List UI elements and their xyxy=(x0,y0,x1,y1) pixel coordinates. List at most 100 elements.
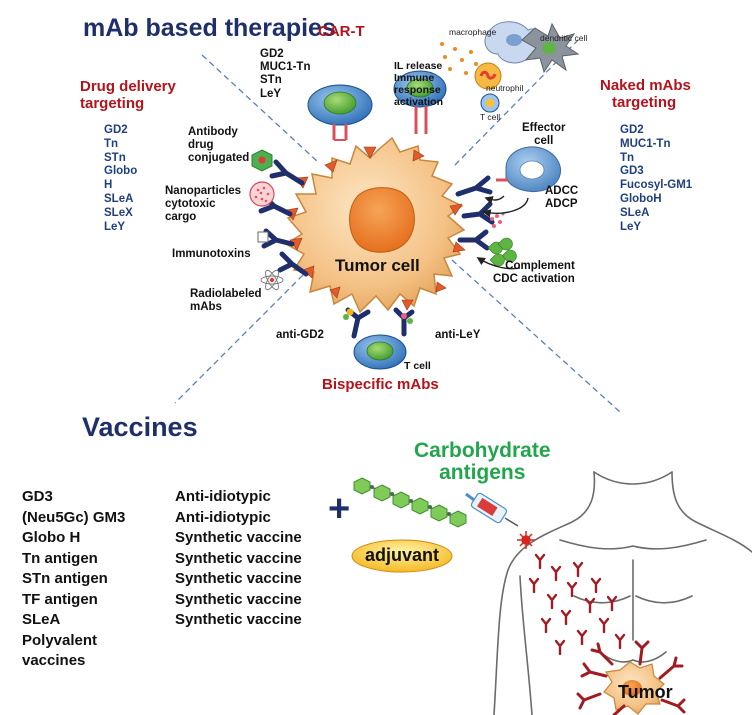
naked-antibody-1 xyxy=(455,175,493,197)
car-t-target: MUC1-Tn xyxy=(260,61,311,74)
syringe-icon xyxy=(465,492,519,527)
atom-icon xyxy=(260,269,284,291)
naked-target: SLeA xyxy=(620,206,650,219)
toxin-square-icon xyxy=(257,231,269,243)
neutrophil-nucleus xyxy=(479,70,497,80)
mechanism-arrows xyxy=(476,195,529,270)
small-t-cell-nucleus xyxy=(485,98,495,108)
car-t-target: GD2 xyxy=(260,48,284,60)
nanoparticles-label: Nanoparticles cytotoxic cargo xyxy=(165,185,242,224)
vaccine-antigen: SLeA xyxy=(22,611,61,629)
adjuvant-pill xyxy=(351,539,453,573)
antibody-spread xyxy=(528,553,626,656)
tumor-nucleus xyxy=(349,187,415,253)
immunotoxins-label: Immunotoxins xyxy=(172,248,251,260)
vaccine-type: Synthetic vaccine xyxy=(175,611,302,629)
naked-mabs-title: Naked mAbs targeting xyxy=(600,77,691,112)
vaccine-antigen: (Neu5Gc) GM3 xyxy=(22,508,126,526)
car-t-title: CAR-T xyxy=(318,23,365,40)
naked-antibody-2 xyxy=(461,201,495,225)
drug-delivery-target: Tn xyxy=(104,137,119,150)
vaccine-type: Synthetic vaccine xyxy=(175,590,302,608)
linker-dots xyxy=(370,485,451,516)
drug-delivery-target: LeY xyxy=(104,220,126,233)
vaccine-type: Anti-idiotypic xyxy=(175,508,271,526)
naked-target: GD2 xyxy=(620,124,644,136)
drug-delivery-target-list: GD2 Tn STn Globo H SLeA SLeX LeY xyxy=(104,124,137,234)
anti-ley-label: anti-LeY xyxy=(435,329,481,341)
naked-target: GloboH xyxy=(620,192,662,205)
nanoparticle-icon xyxy=(249,181,275,207)
vaccine-antigen: STn antigen xyxy=(22,570,108,588)
carbohydrate-antigens-title: Carbohydrate antigens xyxy=(414,439,551,485)
naked-target: Tn xyxy=(620,151,635,164)
injection-burst-icon xyxy=(517,531,535,549)
drug-delivery-target: Globo xyxy=(104,165,138,178)
adc-antibody xyxy=(269,159,305,186)
cytokine-dots xyxy=(440,42,478,75)
vaccine-antigen-list: GD3 (Neu5Gc) GM3 Globo H Tn antigen STn … xyxy=(22,487,125,672)
naked-target: LeY xyxy=(620,220,642,233)
vaccine-antigen: vaccines xyxy=(22,652,86,670)
radiolabeled-antibody xyxy=(277,251,309,277)
complement-label: Complement CDC activation xyxy=(493,260,575,286)
vaccine-antigen: GD3 xyxy=(22,488,53,505)
drug-delivery-target: GD2 xyxy=(104,124,128,136)
adc-label: Antibody drug conjugated xyxy=(188,126,250,165)
carbohydrate-hexagons xyxy=(353,477,467,528)
mab-section-title: mAb based therapies xyxy=(83,14,336,42)
drug-delivery-target: H xyxy=(104,179,113,192)
macrophage-nucleus xyxy=(506,34,522,46)
tumor-antibodies xyxy=(576,640,686,715)
drug-delivery-title: Drug delivery targeting xyxy=(80,78,176,113)
dendritic-cell-label: dendritic cell xyxy=(540,33,588,43)
neutrophil-label: neutrophil xyxy=(486,83,524,93)
car-t-cell xyxy=(307,84,373,141)
gd2-glycan-icon-2 xyxy=(343,314,349,320)
cargo-molecules xyxy=(490,212,505,228)
drug-delivery-target: STn xyxy=(104,151,126,164)
gd2-glycan-icon xyxy=(346,308,354,316)
vaccine-type-list: Anti-idiotypic Anti-idiotypic Synthetic … xyxy=(175,487,302,631)
adcc-adcp-label: ADCC ADCP xyxy=(545,185,579,211)
drug-delivery-target: SLeA xyxy=(104,192,134,205)
vaccine-antigen: Tn antigen xyxy=(22,549,98,567)
vaccine-type: Synthetic vaccine xyxy=(175,549,302,567)
vaccine-type: Synthetic vaccine xyxy=(175,570,302,588)
plus-sign: + xyxy=(328,488,351,530)
macrophage-label: macrophage xyxy=(449,27,497,37)
car-t-target-list: GD2 MUC1-Tn STn LeY xyxy=(260,48,310,101)
dendritic-nucleus xyxy=(542,42,556,54)
adjuvant-label: adjuvant xyxy=(365,545,440,565)
car-t-target: STn xyxy=(260,74,282,87)
tumor-cell xyxy=(284,136,466,314)
tumor-cell-label: Tumor cell xyxy=(335,256,420,275)
vaccine-type: Synthetic vaccine xyxy=(175,529,302,547)
bispecific-t-cell xyxy=(353,334,407,370)
vaccine-antigen: TF antigen xyxy=(22,590,98,608)
naked-target: Fucosyl-GM1 xyxy=(620,179,693,192)
naked-target: GD3 xyxy=(620,165,644,178)
radiolabeled-label: Radiolabeled mAbs xyxy=(190,288,262,314)
vaccine-antigen: Globo H xyxy=(22,529,81,547)
bispecific-title: Bispecific mAbs xyxy=(322,376,439,393)
nanoparticle-dots xyxy=(254,186,270,203)
torso-tumor-label: Tumor xyxy=(618,682,673,702)
il-release-label: IL release Immune response activation xyxy=(394,60,444,109)
vaccines-section-title: Vaccines xyxy=(82,412,198,442)
naked-target: MUC1-Tn xyxy=(620,137,671,150)
drug-payload-icon xyxy=(258,156,266,164)
ley-glycan-icon xyxy=(401,313,407,319)
section-dividers xyxy=(174,37,621,413)
effector-cell xyxy=(496,146,561,193)
naked-antibody-3 xyxy=(457,229,490,251)
naked-mabs-target-list: GD2 MUC1-Tn Tn GD3 Fucosyl-GM1 GloboH SL… xyxy=(620,124,692,234)
torso-tumor xyxy=(603,661,665,715)
ley-glycan-icon-2 xyxy=(407,318,413,324)
drug-delivery-target: SLeX xyxy=(104,206,133,219)
small-t-cell-label: T cell xyxy=(480,112,501,122)
il-release-cell xyxy=(393,70,447,134)
anti-gd2-label: anti-GD2 xyxy=(276,329,324,341)
vaccine-type: Anti-idiotypic xyxy=(175,488,271,505)
